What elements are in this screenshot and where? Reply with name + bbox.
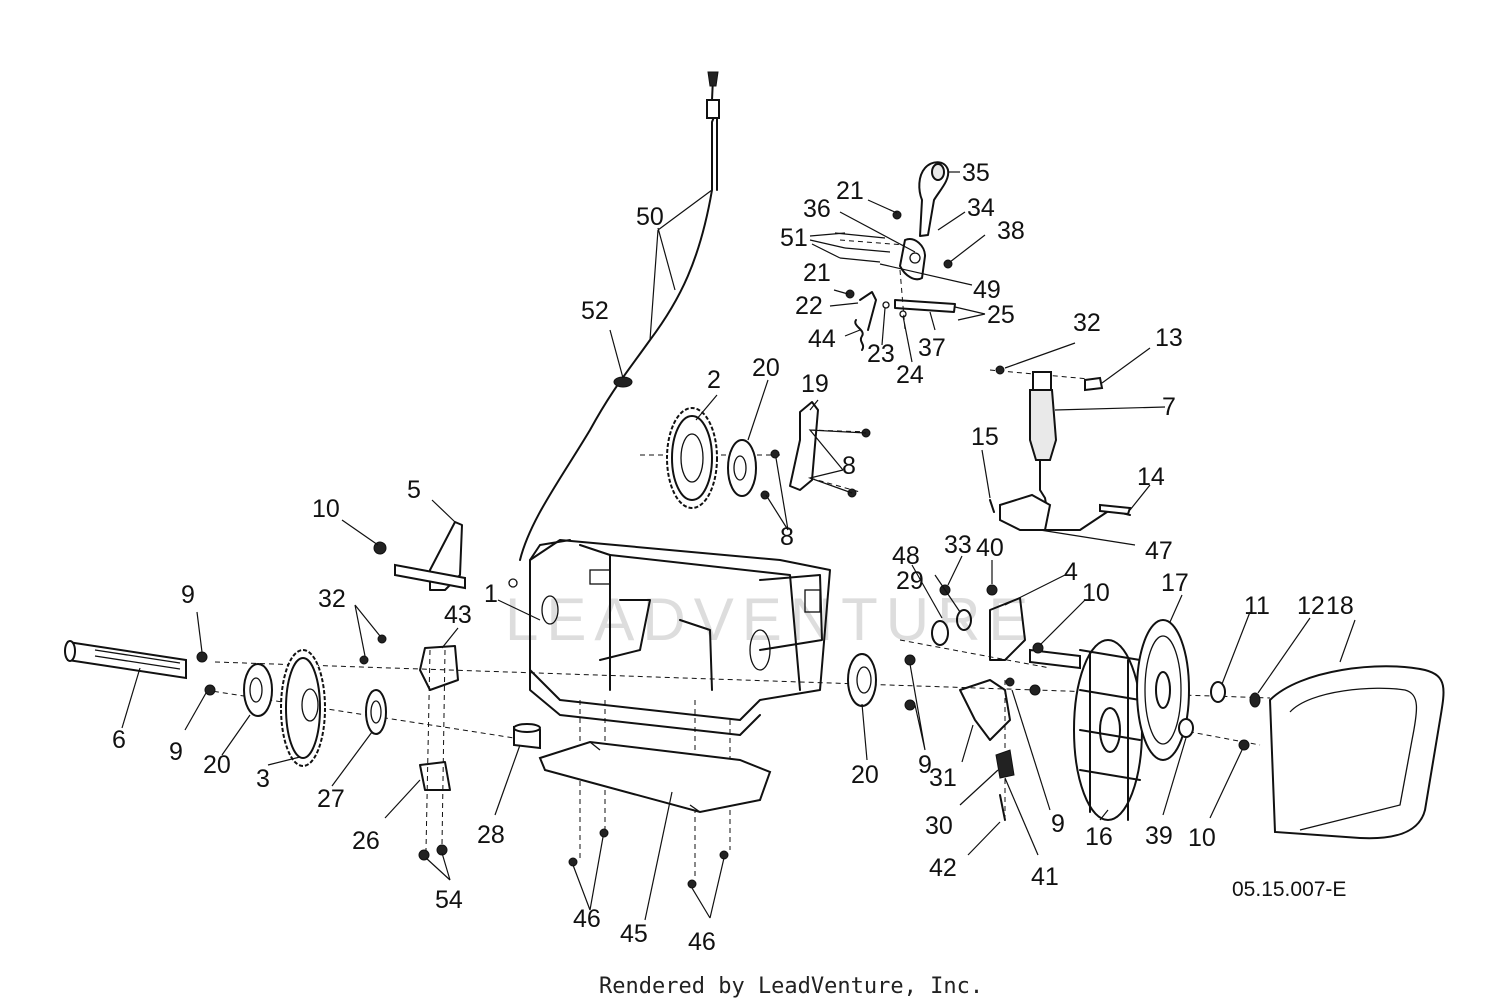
callout-label: 9 xyxy=(181,581,195,609)
callout-label: 10 xyxy=(1188,824,1216,852)
callout-label: 13 xyxy=(1155,324,1183,352)
callout-labels: 1 2 3 4 5 6 7 8 8 9 9 9 9 10 10 10 11 12… xyxy=(112,159,1354,956)
callout-label: 48 xyxy=(892,542,920,570)
callout-label: 35 xyxy=(962,159,990,187)
callout-label: 23 xyxy=(867,340,895,368)
callout-label: 14 xyxy=(1137,463,1165,491)
callout-label: 9 xyxy=(169,738,183,766)
callout-label: 7 xyxy=(1162,393,1176,421)
callout-label: 37 xyxy=(918,334,946,362)
callout-label: 26 xyxy=(352,827,380,855)
callout-label: 43 xyxy=(444,601,472,629)
callout-label: 8 xyxy=(780,523,794,551)
callout-label: 45 xyxy=(620,920,648,948)
callout-label: 10 xyxy=(1082,579,1110,607)
callout-label: 50 xyxy=(636,203,664,231)
callout-label: 17 xyxy=(1161,569,1189,597)
callout-label: 25 xyxy=(987,301,1015,329)
callout-label: 29 xyxy=(896,567,924,595)
callout-label: 21 xyxy=(836,177,864,205)
callout-label: 20 xyxy=(851,761,879,789)
callout-label: 42 xyxy=(929,854,957,882)
callout-label: 6 xyxy=(112,726,126,754)
callout-label: 52 xyxy=(581,297,609,325)
callout-label: 47 xyxy=(1145,537,1173,565)
callout-label: 24 xyxy=(896,361,924,389)
frame-housing xyxy=(529,539,831,736)
callout-label: 32 xyxy=(318,585,346,613)
control-cable xyxy=(508,71,720,588)
wheel-auger-group xyxy=(1073,619,1261,821)
callout-label: 38 xyxy=(997,217,1025,245)
callout-label: 39 xyxy=(1145,822,1173,850)
callout-label: 31 xyxy=(929,764,957,792)
drive-belt xyxy=(1268,665,1445,840)
callout-label: 20 xyxy=(203,751,231,779)
callout-label: 28 xyxy=(477,821,505,849)
callout-label: 9 xyxy=(1051,810,1065,838)
callout-label: 44 xyxy=(808,325,836,353)
callout-label: 27 xyxy=(317,785,345,813)
callout-label: 18 xyxy=(1326,592,1354,620)
callout-label: 19 xyxy=(801,370,829,398)
callout-label: 54 xyxy=(435,886,463,914)
render-credit: Rendered by LeadVenture, Inc. xyxy=(599,974,983,999)
callout-label: 16 xyxy=(1085,823,1113,851)
callout-label: 36 xyxy=(803,195,831,223)
callout-label: 51 xyxy=(780,224,808,252)
right-side-group xyxy=(847,365,1132,821)
upper-gear-group xyxy=(666,401,871,509)
callout-label: 1 xyxy=(484,580,498,608)
shift-lever-assembly xyxy=(834,161,956,351)
callout-label: 11 xyxy=(1244,592,1270,620)
drawing-reference-code: 05.15.007-E xyxy=(1232,878,1346,901)
callout-label: 3 xyxy=(256,765,270,793)
callout-label: 33 xyxy=(944,531,972,559)
callout-label: 46 xyxy=(688,928,716,956)
callout-label: 46 xyxy=(573,905,601,933)
callout-label: 40 xyxy=(976,534,1004,562)
leader-lines xyxy=(121,171,1356,921)
callout-label: 4 xyxy=(1064,558,1078,586)
callout-label: 22 xyxy=(795,292,823,320)
callout-label: 10 xyxy=(312,495,340,523)
callout-label: 2 xyxy=(707,366,721,394)
callout-label: 41 xyxy=(1031,863,1059,891)
bottom-plate xyxy=(538,740,772,889)
left-shaft-group xyxy=(64,521,541,861)
callout-label: 15 xyxy=(971,423,999,451)
callout-label: 5 xyxy=(407,476,421,504)
callout-label: 8 xyxy=(842,452,856,480)
callout-label: 34 xyxy=(967,194,995,222)
callout-label: 12 xyxy=(1297,592,1325,620)
callout-label: 21 xyxy=(803,259,831,287)
callout-label: 32 xyxy=(1073,309,1101,337)
callout-label: 49 xyxy=(973,276,1001,304)
callout-label: 30 xyxy=(925,812,953,840)
callout-label: 9 xyxy=(918,751,932,779)
callout-label: 20 xyxy=(752,354,780,382)
